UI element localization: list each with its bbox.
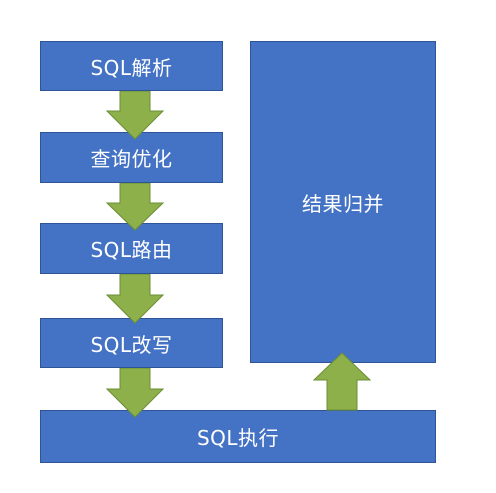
step-sql-execute: SQL执行 [40,410,436,463]
step-result-merge: 结果归并 [250,41,436,363]
step-sql-rewrite-label: SQL改写 [90,332,173,357]
step-sql-parse: SQL解析 [40,41,223,91]
down-arrow-2 [106,183,164,231]
step-sql-route-label: SQL路由 [90,238,173,262]
up-arrow [313,352,371,411]
step-result-merge-label: 结果归并 [302,191,384,216]
step-sql-rewrite: SQL改写 [40,318,223,368]
down-arrow-1 [106,91,164,140]
step-sql-parse-label: SQL解析 [90,55,173,80]
step-sql-execute-label: SQL执行 [196,426,280,450]
down-arrow-4 [106,368,164,418]
step-query-optimize-label: 查询优化 [90,147,173,171]
down-arrow-3 [106,274,164,324]
step-query-optimize: 查询优化 [40,132,223,183]
